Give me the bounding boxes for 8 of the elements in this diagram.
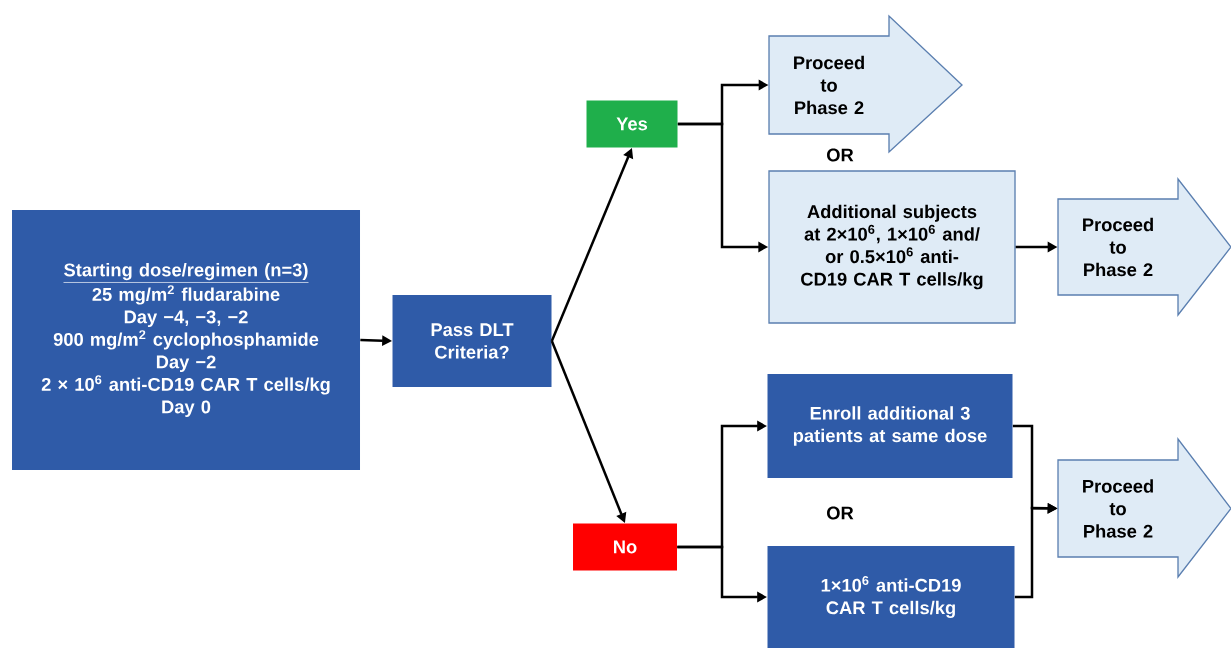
or-label: OR [827, 506, 854, 520]
process-box: 1×10$^{6}$ anti-CD19 CAR T cells/kg [767, 546, 1015, 648]
yes-box: Yes [586, 100, 678, 148]
process-box: Pass DLT Criteria? [392, 295, 552, 387]
process-box: Enroll additional 3 patients at same dose [767, 374, 1013, 478]
process-box: Starting dose/regimen (n=3) 25 mg/m$^{2}$ fludarabine Day −4, −3, −2 900 mg/m$^{2}$ cyclophosphamide Day −2 2 × 10$^{6}$ anti-CD19 CAR T cells/kg Day 0 [12, 210, 360, 470]
process-box: Additional subjects at 2×10$^{6}$, 1×10$^{6}$ and/ or 0.5×10$^{6}$ anti-CD19 CAR T cells/kg [768, 170, 1016, 324]
no-box: No [573, 523, 677, 571]
